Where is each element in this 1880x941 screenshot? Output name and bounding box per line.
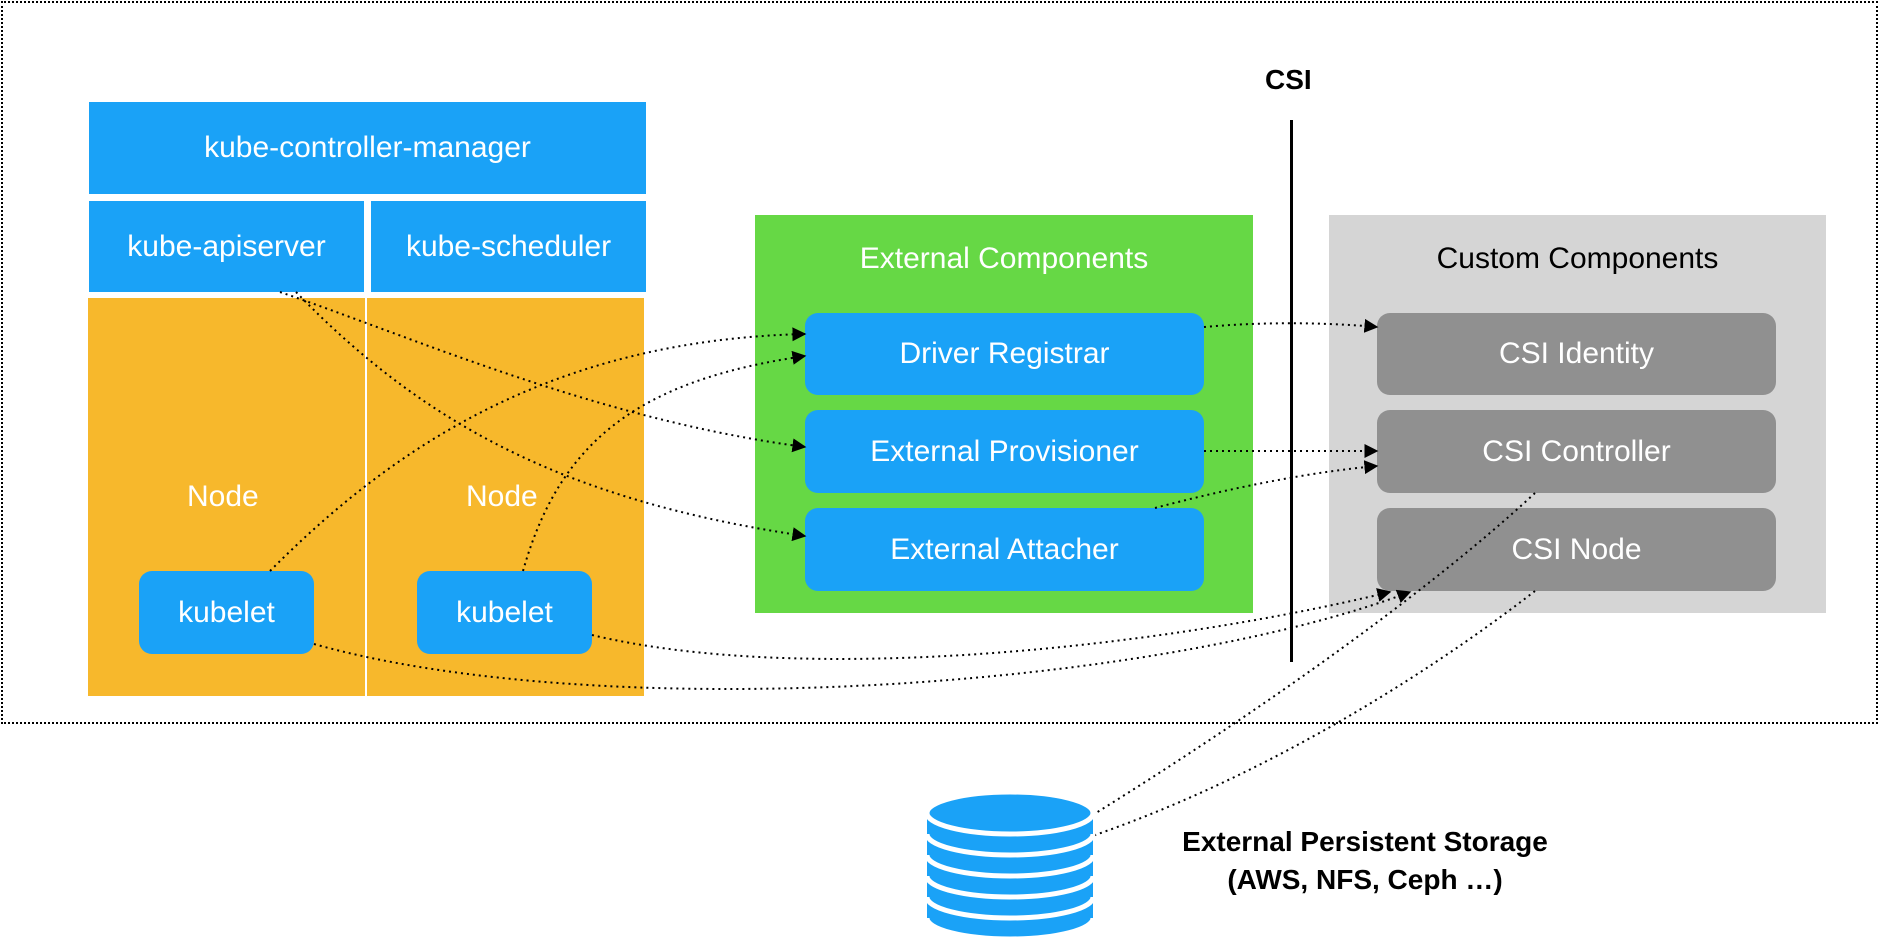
connector-kubelet2-csinode bbox=[591, 588, 1392, 660]
connector-attacher-controller bbox=[1154, 460, 1379, 509]
kube-scheduler-label: kube-scheduler bbox=[405, 229, 612, 263]
driver-registrar-label: Driver Registrar bbox=[899, 337, 1110, 370]
cluster-boundary bbox=[1, 1, 1878, 724]
external-components-title: External Components bbox=[859, 242, 1149, 275]
external-attacher-label: External Attacher bbox=[890, 532, 1119, 566]
external-provisioner-label: External Provisioner bbox=[870, 434, 1139, 468]
kubelet-box-2: kubelet bbox=[417, 571, 592, 654]
database-icon bbox=[924, 789, 1096, 941]
connector-controller-storage bbox=[1020, 492, 1536, 859]
csi-boundary-label: CSI bbox=[1265, 64, 1312, 95]
storage-label-line-1: External Persistent Storage bbox=[1182, 826, 1548, 857]
external-attacher-box: External Attacher bbox=[805, 508, 1204, 591]
kube-scheduler-box: kube-scheduler bbox=[371, 201, 646, 292]
kubelet-label-1: kubelet bbox=[178, 595, 275, 629]
csi-node-label: CSI Node bbox=[1511, 532, 1642, 566]
kube-apiserver-label: kube-apiserver bbox=[127, 229, 326, 263]
csi-controller-box: CSI Controller bbox=[1377, 410, 1776, 493]
external-provisioner-box: External Provisioner bbox=[805, 410, 1204, 493]
kubelet-label-2: kubelet bbox=[456, 595, 553, 629]
csi-identity-box: CSI Identity bbox=[1377, 313, 1776, 395]
driver-registrar-box: Driver Registrar bbox=[805, 313, 1204, 395]
connector-apiserver-attacher bbox=[295, 291, 807, 542]
connector-kubelet2-registrar bbox=[522, 350, 807, 572]
connector-csinode-storage bbox=[1026, 590, 1536, 860]
connector-kubelet1-registrar bbox=[269, 327, 807, 572]
csi-controller-label: CSI Controller bbox=[1482, 434, 1671, 468]
connector-kubelet1-csinode bbox=[313, 589, 1412, 690]
kube-controller-manager-label: kube-controller-manager bbox=[204, 131, 531, 164]
node-label-2: Node bbox=[466, 480, 538, 513]
custom-components-title: Custom Components bbox=[1436, 242, 1719, 275]
kubelet-box-1: kubelet bbox=[139, 571, 314, 654]
csi-boundary-line bbox=[1290, 120, 1293, 662]
csi-node-box: CSI Node bbox=[1377, 508, 1776, 591]
kube-controller-manager-box: kube-controller-manager bbox=[89, 102, 646, 194]
storage-label-line-2: (AWS, NFS, Ceph …) bbox=[1227, 864, 1503, 895]
kube-apiserver-box: kube-apiserver bbox=[89, 201, 364, 292]
connector-registrar-identity bbox=[1203, 318, 1379, 333]
storage-label: External Persistent Storage (AWS, NFS, C… bbox=[1145, 823, 1585, 899]
connector-apiserver-provisioner bbox=[279, 291, 807, 453]
node-label-1: Node bbox=[187, 480, 259, 513]
csi-identity-label: CSI Identity bbox=[1498, 337, 1655, 370]
